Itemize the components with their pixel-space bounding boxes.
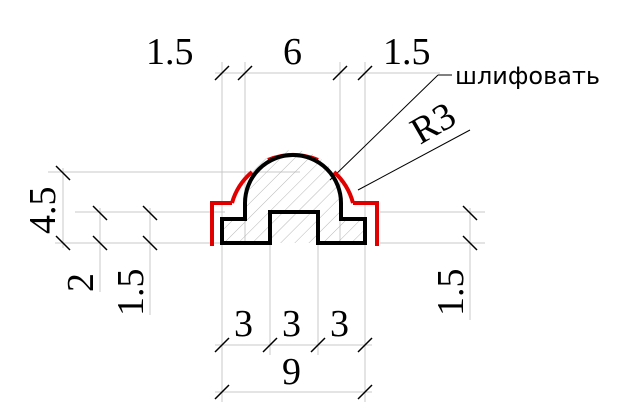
grinding-note: шлифовать — [455, 62, 600, 90]
dimension-bottom-part-1: 3 — [234, 303, 253, 345]
leader-lines — [329, 74, 471, 191]
dimension-right-base: 1.5 — [430, 269, 472, 317]
dimension-left-height: 4.5 — [22, 187, 64, 235]
dimension-left-step: 2 — [60, 273, 102, 292]
dimension-left-base: 1.5 — [110, 269, 152, 317]
dimension-top-right: 1.5 — [383, 31, 431, 73]
part-outline — [220, 153, 367, 245]
dimension-top-middle: 6 — [283, 31, 302, 73]
dimension-bottom-total: 9 — [282, 351, 301, 393]
dimension-radius: R3 — [404, 94, 463, 153]
dimension-bottom-part-3: 3 — [330, 303, 349, 345]
dimension-ticks — [55, 65, 478, 400]
dimension-top-left: 1.5 — [146, 31, 194, 73]
dimension-bottom-part-2: 3 — [282, 303, 301, 345]
